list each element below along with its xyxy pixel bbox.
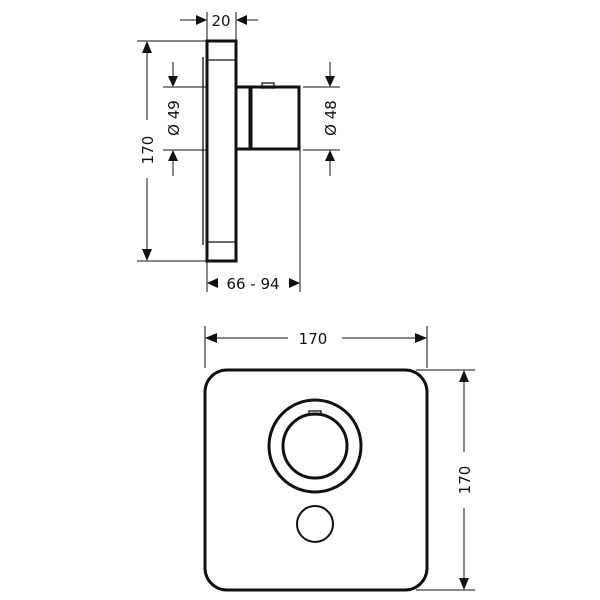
diverter-button: [296, 505, 334, 543]
front-view: 170 170: [203, 326, 475, 592]
plate-outline: [205, 39, 238, 263]
handle-inner-ring: [281, 412, 349, 480]
dim-height-170-side: 170: [139, 136, 157, 165]
handle-outer-ring: [267, 398, 363, 494]
handle-body: [249, 85, 301, 151]
dim-depth-20: 20: [211, 12, 230, 30]
dim-height-170-front: 170: [456, 466, 474, 495]
dim-diameter-49: Ø 49: [165, 100, 183, 136]
plate-front-outline: [203, 368, 429, 592]
dim-width-170-front: 170: [299, 330, 328, 348]
dim-projection-66-94: 66 - 94: [226, 275, 279, 293]
side-view: 20 170 Ø 49 Ø 48 66 - 94: [137, 12, 340, 293]
dim-diameter-48: Ø 48: [322, 100, 340, 136]
